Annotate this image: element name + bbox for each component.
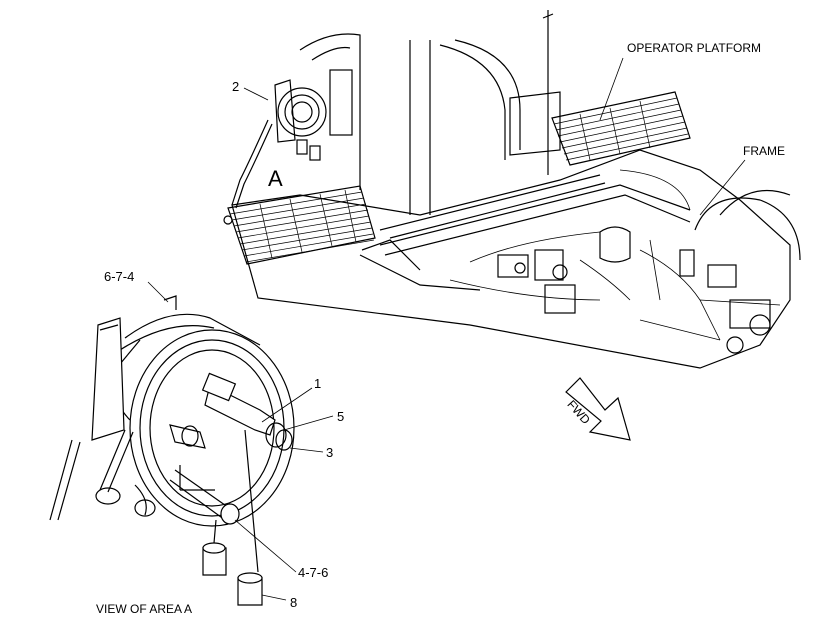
area-marker: A [268, 166, 283, 191]
callout-4-7-6: 4-7-6 [298, 565, 329, 580]
callout-2: 2 [232, 79, 240, 94]
label-frame: FRAME [743, 144, 785, 158]
machine-body [231, 10, 801, 369]
callout-8: 8 [290, 595, 298, 610]
label-operator-platform: OPERATOR PLATFORM [627, 41, 762, 55]
horn-assembly-small [223, 69, 353, 225]
callout-1: 1 [314, 376, 322, 391]
leader-lines [147, 57, 746, 601]
horn-detail-view [49, 295, 295, 606]
callout-6-7-4: 6-7-4 [104, 269, 135, 284]
right-grating [551, 91, 691, 166]
view-caption: VIEW OF AREA A [96, 602, 193, 616]
callout-5: 5 [337, 409, 345, 424]
left-grating [227, 185, 376, 265]
forward-arrow [565, 377, 631, 441]
callout-3: 3 [326, 445, 334, 460]
